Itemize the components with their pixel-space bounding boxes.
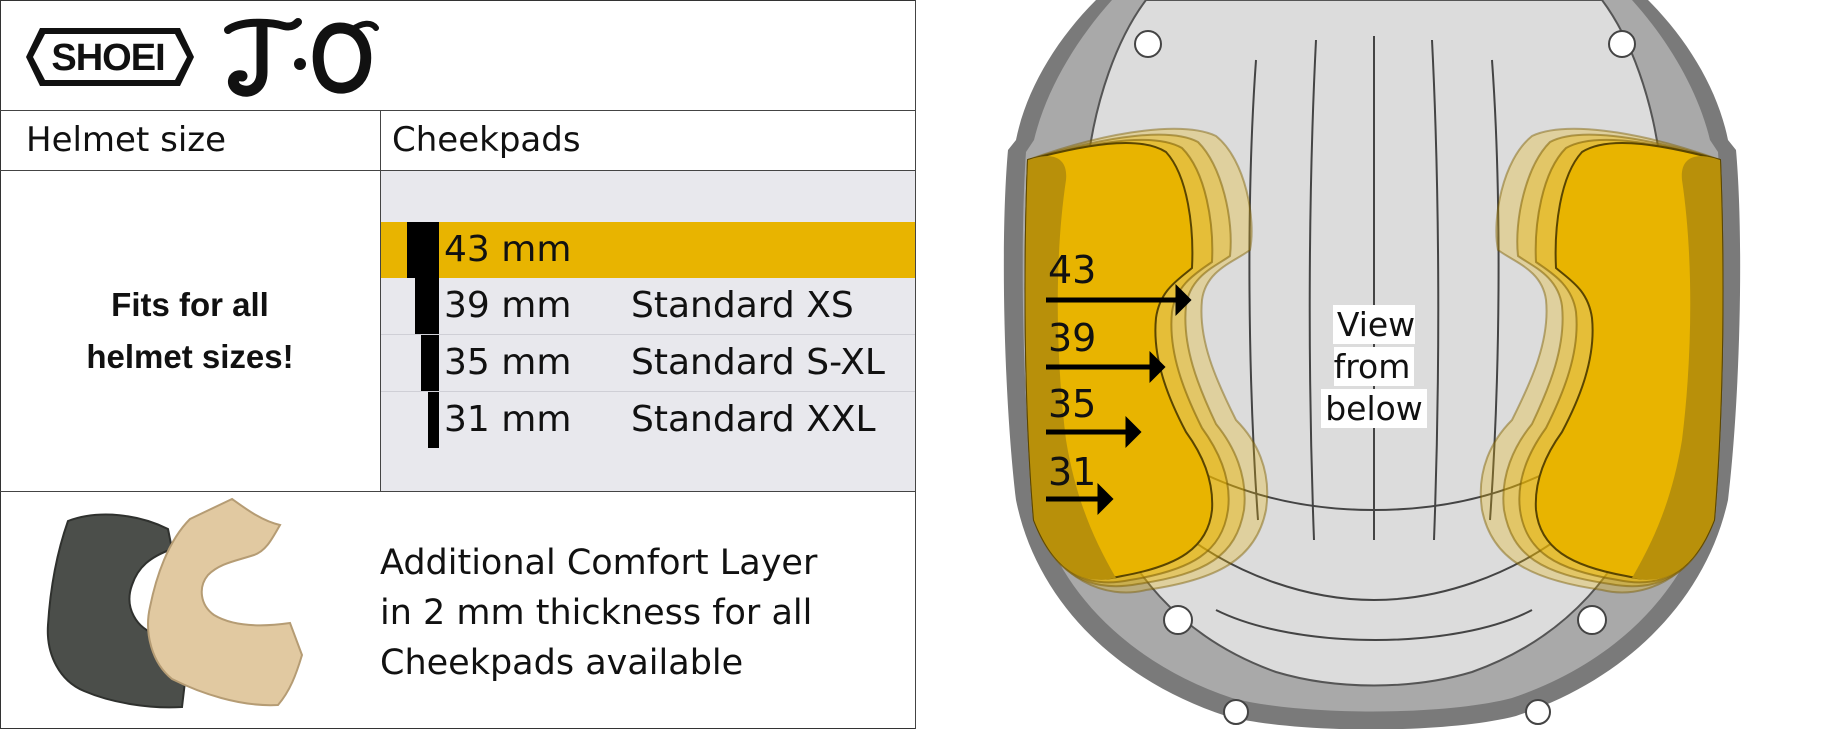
cheekpad-left-side [1025,156,1116,580]
cheekpad-row-39: 39 mm Standard XS [381,278,915,335]
comfort-line-1: Additional Comfort Layer [380,543,818,583]
shoei-logo: SHOEI [26,28,194,86]
thickness-bar-39 [415,278,439,334]
jo-logo [224,18,379,97]
cheekpad-standard: Standard S-XL [631,342,885,383]
view-from-below-label: View from below [1294,304,1454,430]
view-line-2: below [1321,389,1427,428]
cheekpads-header: Cheekpads [392,120,581,160]
thickness-bar-31 [428,392,439,448]
cheekpad-row-43: 43 mm [381,222,915,278]
comfort-layer-image [46,497,304,709]
divider [0,491,915,492]
cheekpad-list: 43 mm 39 mm Standard XS 35 mm Standard S… [381,171,915,491]
comfort-line-3: Cheekpads available [380,643,744,683]
comfort-line-2: in 2 mm thickness for all [380,593,813,633]
thickness-bar-35 [421,335,439,391]
cheekpad-thickness: 39 mm [444,285,572,326]
arrow-label-31: 31 [1048,450,1097,494]
comfort-layer-description: Additional Comfort Layer in 2 mm thickne… [380,538,900,688]
brand-text: SHOEI [51,37,164,79]
cheekpad-thickness: 35 mm [444,342,572,383]
cheekpad-thickness: 43 mm [444,229,572,270]
fits-line-2: helmet sizes! [86,338,294,375]
cheekpad-row-31: 31 mm Standard XXL [381,392,915,448]
thickness-bar-43 [407,222,439,278]
divider [0,110,915,111]
cheekpad-row-35: 35 mm Standard S-XL [381,335,915,392]
divider [915,0,916,729]
logo-row: SHOEI [0,0,915,110]
divider [0,170,915,171]
arrow-label-43: 43 [1048,248,1097,292]
divider [380,110,381,491]
helmet-size-header: Helmet size [26,120,227,160]
cheekpad-standard: Standard XXL [631,399,876,440]
size-table-panel: SHOEI Helmet size Cheekpads Fits for all… [0,0,915,729]
view-line-1: View from [1332,305,1416,386]
cheekpad-standard: Standard XS [631,285,854,326]
cheekpad-thickness: 31 mm [444,399,572,440]
fits-line-1: Fits for all [111,286,269,323]
helmet-underside-diagram [1003,0,1741,729]
arrow-label-35: 35 [1048,382,1097,426]
helmet-diagram-panel: 43 39 35 31 View from below [916,0,1833,729]
arrow-label-39: 39 [1048,316,1097,360]
fits-all-sizes-note: Fits for all helmet sizes! [0,171,380,491]
